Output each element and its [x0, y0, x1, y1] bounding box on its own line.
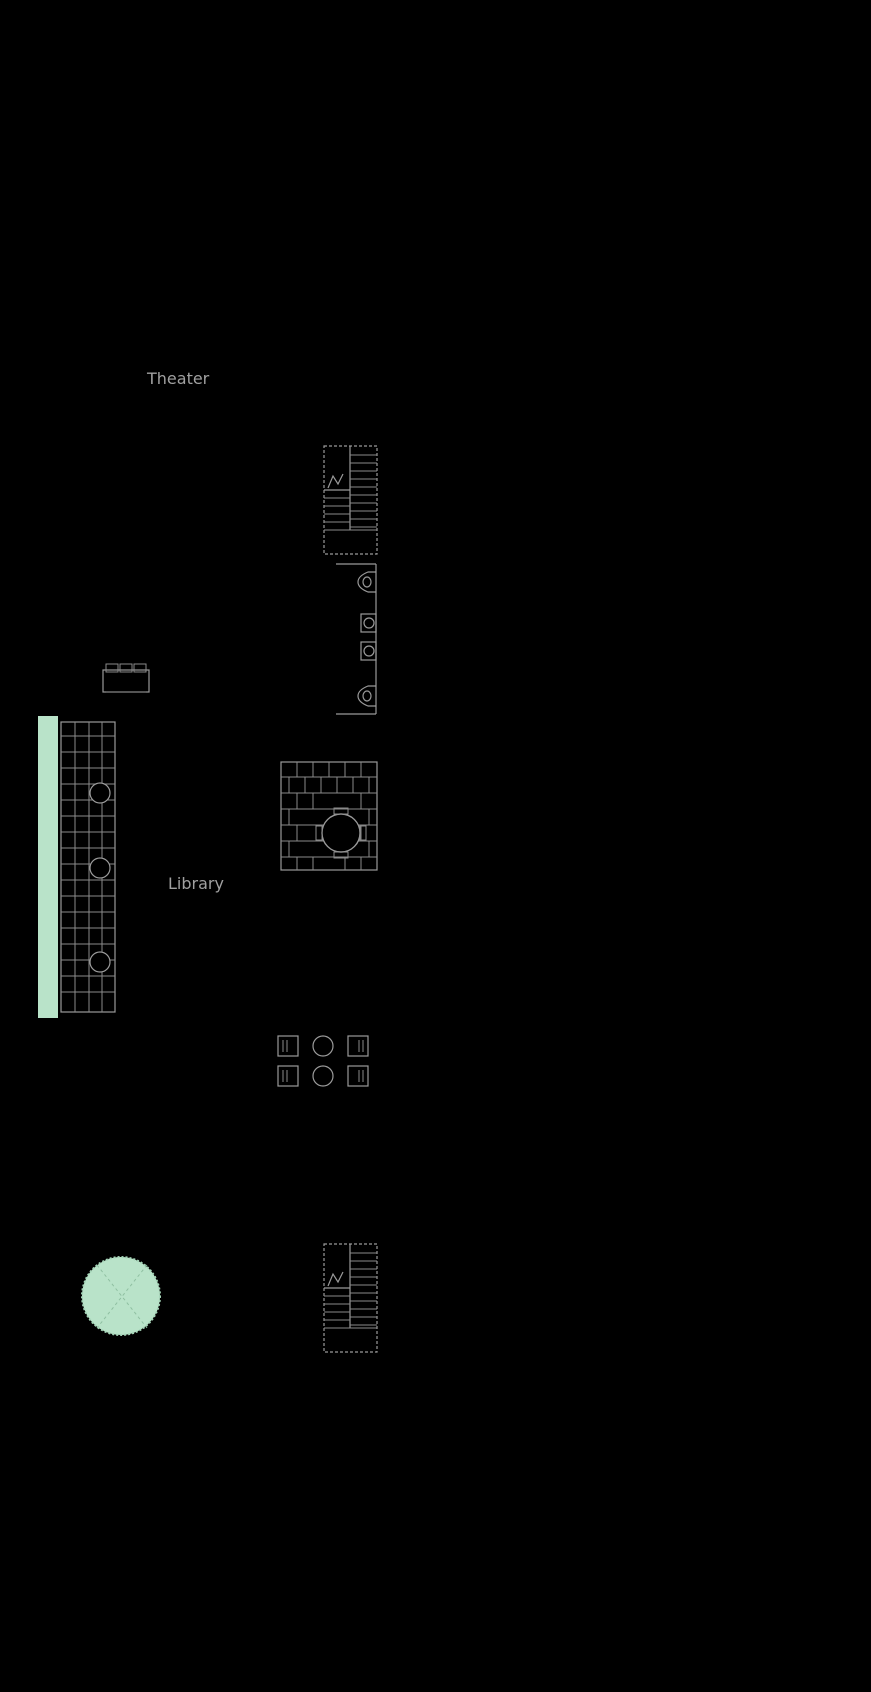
round-table-icon — [312, 1035, 334, 1057]
stair-icon — [323, 1243, 378, 1353]
sink-icon — [360, 613, 377, 633]
chair-icon — [277, 1035, 299, 1057]
room-label-library: Library — [168, 874, 224, 893]
tree-icon — [81, 1256, 161, 1336]
stair-icon — [323, 445, 378, 555]
round-table-icon — [89, 782, 111, 804]
toilet-icon — [357, 571, 376, 593]
chair-icon — [347, 1035, 369, 1057]
sofa-icon — [102, 663, 150, 693]
round-table-icon — [315, 807, 367, 859]
chair-icon — [277, 1065, 299, 1087]
toilet-icon — [357, 685, 376, 707]
chair-icon — [347, 1065, 369, 1087]
restroom-wall — [336, 563, 377, 715]
round-table-icon — [89, 951, 111, 973]
green-wall-strip — [38, 716, 58, 1018]
room-label-theater: Theater — [146, 369, 210, 388]
sink-icon — [360, 641, 377, 661]
round-table-icon — [89, 857, 111, 879]
round-table-icon — [312, 1065, 334, 1087]
